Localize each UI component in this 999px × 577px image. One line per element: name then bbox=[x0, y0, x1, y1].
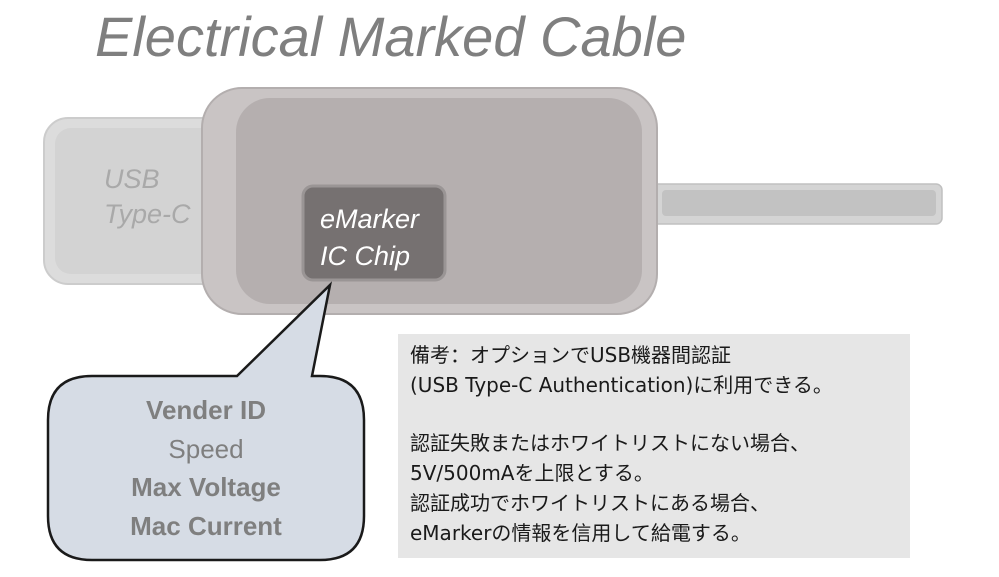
note-line: 備考：オプションでUSB機器間認証 bbox=[410, 343, 732, 367]
note-line: 認証失敗またはホワイトリストにない場合、 bbox=[410, 431, 810, 455]
callout-item-speed: Speed bbox=[168, 433, 244, 464]
diagram-title: Electrical Marked Cable bbox=[95, 5, 687, 68]
callout-item-mac-current: Mac Current bbox=[130, 510, 282, 541]
emarker-chip bbox=[301, 184, 447, 282]
callout-item-vender-id: Vender ID bbox=[146, 395, 266, 425]
chip-label-line2: IC Chip bbox=[320, 241, 411, 271]
usb-label-line1: USB bbox=[104, 164, 160, 194]
note-line: (USB Type-C Authentication)に利用できる。 bbox=[410, 373, 833, 397]
note-line: 認証成功でホワイトリストにある場合、 bbox=[410, 491, 770, 515]
note-line: eMarkerの情報を信用して給電する。 bbox=[410, 521, 751, 545]
callout-item-max-voltage: Max Voltage bbox=[131, 472, 281, 502]
usb-label-line2: Type-C bbox=[104, 199, 191, 229]
emarker-chip-label: eMarker IC Chip bbox=[320, 201, 419, 275]
note-paragraph-gap bbox=[410, 400, 906, 428]
callout-text: Vender ID Speed Max Voltage Mac Current bbox=[48, 391, 364, 545]
cable-wire-inner bbox=[662, 190, 936, 216]
usb-type-c-label: USB Type-C bbox=[104, 162, 191, 232]
chip-label-line1: eMarker bbox=[320, 204, 420, 234]
callout-bubble bbox=[46, 281, 366, 562]
note-box: 備考：オプションでUSB機器間認証 (USB Type-C Authentica… bbox=[398, 334, 910, 558]
note-line: 5V/500mAを上限とする。 bbox=[410, 461, 654, 485]
